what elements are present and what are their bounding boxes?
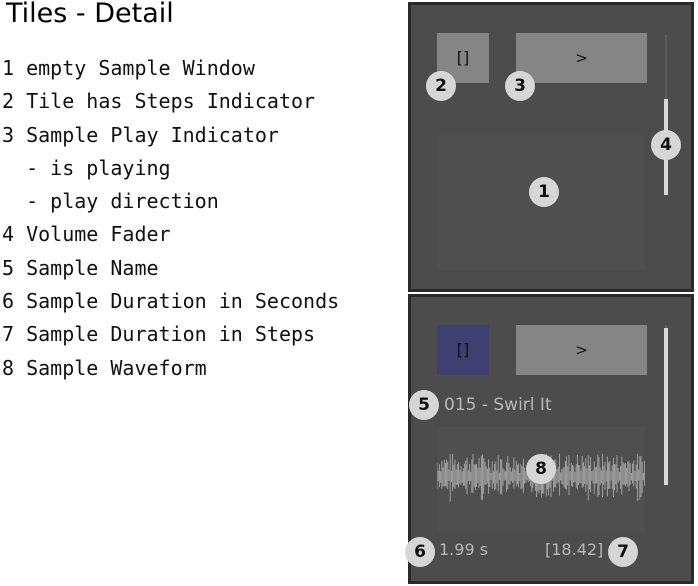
sample-duration-steps: [18.42] <box>545 540 604 559</box>
badge-2: 2 <box>426 71 456 101</box>
legend-item: 3 Sample Play Indicator <box>2 122 279 147</box>
badge-7: 7 <box>608 537 638 567</box>
page-title: Tiles - Detail <box>6 0 174 29</box>
badge-4: 4 <box>651 130 681 160</box>
badge-3: 3 <box>505 71 535 101</box>
play-indicator-button[interactable]: > <box>516 325 647 375</box>
steps-indicator-button[interactable]: [] <box>437 325 489 375</box>
legend-item: 6 Sample Duration in Seconds <box>2 289 340 314</box>
badge-6: 6 <box>405 537 435 567</box>
legend-list: 1 empty Sample Window 2 Tile has Steps I… <box>2 55 339 388</box>
sample-name: 015 - Swirl It <box>444 395 552 415</box>
legend-item: 2 Tile has Steps Indicator <box>2 89 316 114</box>
legend-item: 8 Sample Waveform <box>2 355 207 380</box>
legend-item: 7 Sample Duration in Steps <box>2 322 316 347</box>
badge-1: 1 <box>529 177 559 207</box>
legend-item: - play direction <box>2 189 219 214</box>
play-indicator-button[interactable]: > <box>516 33 647 83</box>
tile-loaded: [] > 015 - Swirl It 1.99 s [18.42] 5 6 7… <box>405 294 694 584</box>
legend-item: 5 Sample Name <box>2 255 159 280</box>
tile-empty: [] > 1 2 3 4 <box>408 2 694 292</box>
badge-5: 5 <box>409 390 439 420</box>
badge-8: 8 <box>526 454 556 484</box>
volume-fader[interactable] <box>664 328 668 485</box>
legend-item: 1 empty Sample Window <box>2 56 255 80</box>
legend-item: - is playing <box>2 155 171 180</box>
sample-duration-seconds: 1.99 s <box>439 540 489 559</box>
legend-item: 4 Volume Fader <box>2 222 171 247</box>
